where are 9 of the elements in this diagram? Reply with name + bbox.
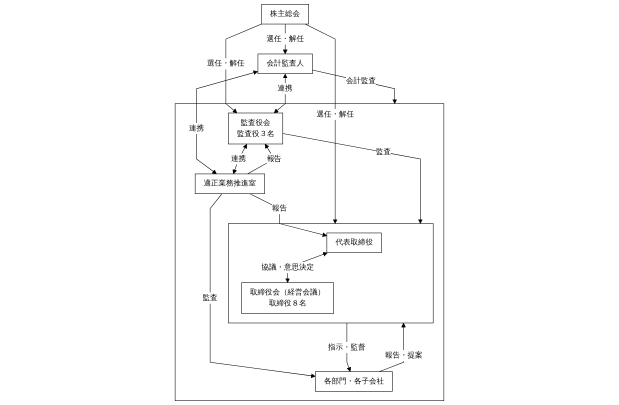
arrow bbox=[304, 24, 338, 224]
arrow bbox=[312, 70, 398, 104]
arrow bbox=[274, 74, 288, 114]
arrow bbox=[249, 193, 328, 238]
cluster bbox=[174, 103, 444, 401]
arrow bbox=[282, 133, 423, 224]
arrow bbox=[210, 193, 316, 378]
cluster bbox=[228, 223, 434, 324]
arrow bbox=[226, 24, 262, 114]
